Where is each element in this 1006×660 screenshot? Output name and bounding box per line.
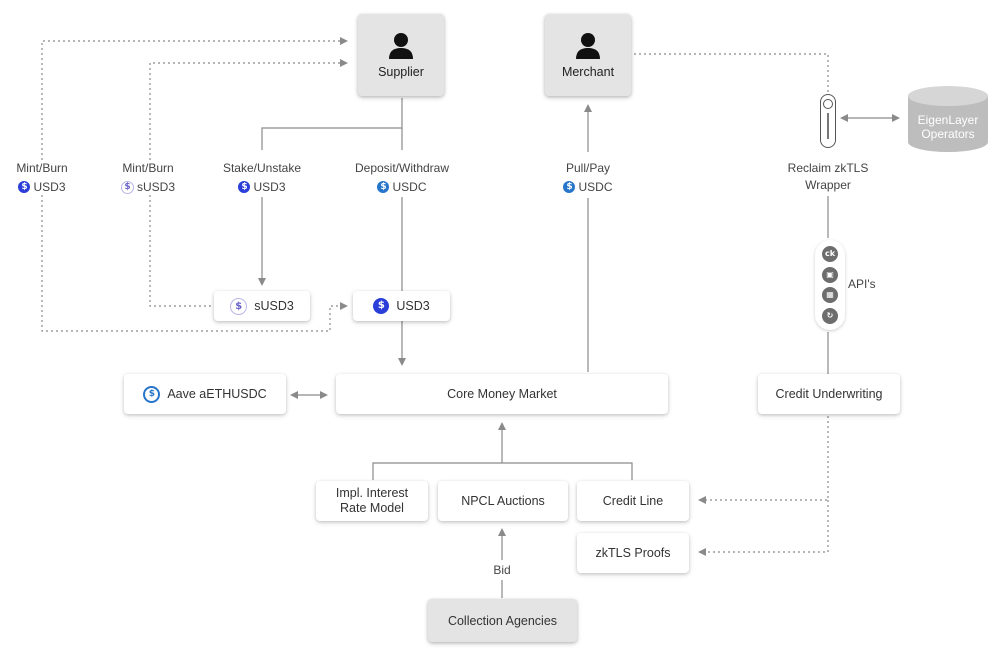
aave-node[interactable]: $ Aave aETHUSDC [124,374,286,414]
merchant-node[interactable]: Merchant [545,14,631,96]
eigenlayer-operators-node[interactable]: EigenLayer Operators [906,84,990,159]
ck-icon: ck [822,246,838,263]
supplier-node[interactable]: Supplier [358,14,444,96]
user-icon [576,33,600,59]
core-money-market-label: Core Money Market [447,387,557,401]
eigenlayer-label-line1: EigenLayer [918,113,979,127]
database-icon: EigenLayer Operators [908,86,988,152]
usd3-node[interactable]: $ USD3 [353,291,450,321]
susd3-coin-icon: $ [120,181,134,194]
eigenlayer-label-line2: Operators [921,127,974,141]
npcl-auctions-label: NPCL Auctions [461,494,545,508]
zktls-proofs-label: zkTLS Proofs [595,546,671,560]
reclaim-wrapper-label: Reclaim zkTLS Wrapper [787,161,869,192]
mint-burn-usd3-label: Mint/Burn $USD3 [16,161,68,194]
usd3-coin-icon: $ [18,181,31,193]
usd3-coin-icon: $ [238,181,251,193]
api-icon-column: ck ▣ ▦ ↻ [815,240,845,330]
bank-icon: ▦ [822,287,838,304]
collection-agencies-node[interactable]: Collection Agencies [428,599,577,642]
pull-pay-label: Pull/Pay $USDC [548,160,628,196]
interest-rate-model-node[interactable]: Impl. Interest Rate Model [316,481,428,521]
apis-label: API's [848,277,876,291]
stake-unstake-label: Stake/Unstake $USD3 [222,161,302,194]
reclaim-wrapper-icon[interactable] [820,94,836,148]
usd3-node-label: USD3 [396,299,430,313]
collection-agencies-label: Collection Agencies [447,613,558,628]
supplier-label: Supplier [378,65,424,79]
credit-line-label: Credit Line [602,494,664,508]
user-icon [389,33,413,59]
credit-underwriting-label: Credit Underwriting [775,387,883,401]
interest-rate-model-label: Impl. Interest Rate Model [335,486,409,515]
zktls-proofs-node[interactable]: zkTLS Proofs [577,533,689,573]
square-logo-icon: ▣ [822,266,838,283]
credit-line-node[interactable]: Credit Line [577,481,689,521]
usd3-coin-icon: $ [373,298,390,314]
credit-underwriting-node[interactable]: Credit Underwriting [758,374,900,414]
aave-node-label: Aave aETHUSDC [167,387,267,401]
usdc-coin-icon: $ [377,181,390,193]
usdc-coin-icon: $ [563,181,576,193]
susd3-node-label: sUSD3 [254,299,294,313]
bid-label: Bid [486,562,518,579]
deposit-withdraw-label: Deposit/Withdraw $USDC [354,161,450,194]
merchant-label: Merchant [561,65,615,79]
core-money-market-node[interactable]: Core Money Market [336,374,668,414]
susd3-coin-icon: $ [230,297,248,315]
refresh-logo-icon: ↻ [822,307,838,324]
usdc-coin-icon: $ [143,385,161,403]
npcl-auctions-node[interactable]: NPCL Auctions [438,481,568,521]
mint-burn-susd3-label: Mint/Burn $sUSD3 [120,161,175,194]
susd3-node[interactable]: $ sUSD3 [214,291,310,321]
